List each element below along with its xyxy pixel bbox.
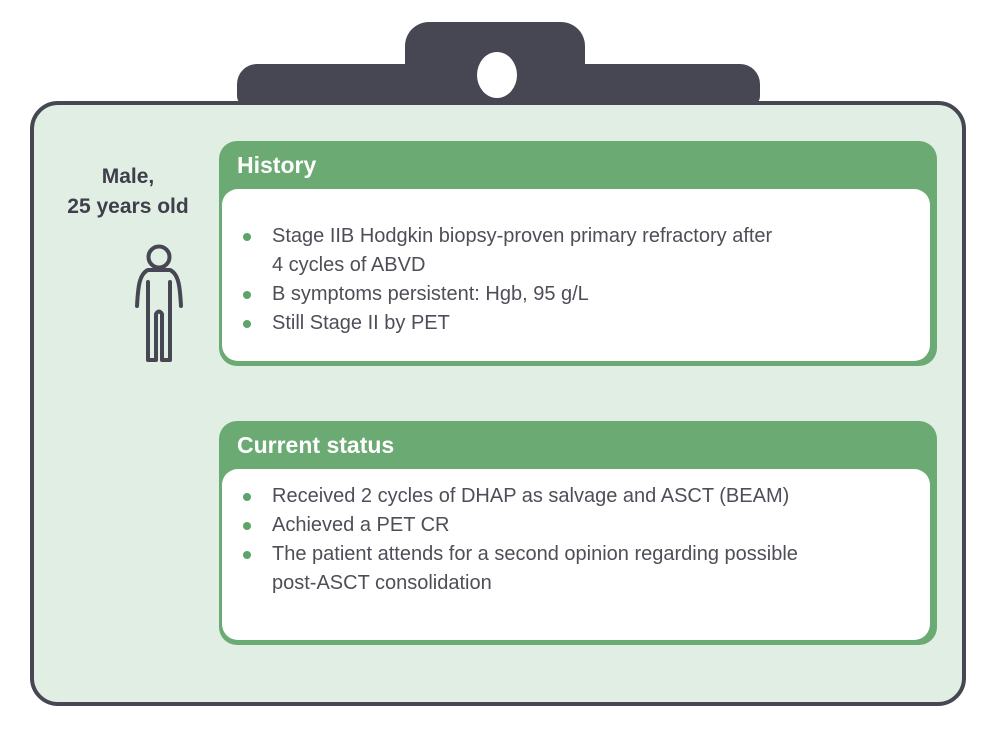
clip-hole — [477, 52, 517, 98]
list-item: Still Stage II by PET — [222, 309, 906, 338]
list-item: Stage IIB Hodgkin biopsy-proven primary … — [222, 222, 906, 280]
patient-demographics: Male, 25 years old — [67, 165, 189, 218]
history-list: Stage IIB Hodgkin biopsy-proven primary … — [222, 189, 930, 338]
list-item: The patient attends for a second opinion… — [222, 540, 906, 598]
list-item: Achieved a PET CR — [222, 511, 906, 540]
patient-case-card: Male, 25 years old History Stage IIB Hod… — [30, 101, 966, 706]
current-status-panel: Current status Received 2 cycles of DHAP… — [219, 421, 937, 645]
history-panel: History Stage IIB Hodgkin biopsy-proven … — [219, 141, 937, 366]
history-panel-title: History — [237, 152, 317, 178]
person-icon — [135, 244, 183, 362]
list-item: B symptoms persistent: Hgb, 95 g/L — [222, 280, 906, 309]
list-item: Received 2 cycles of DHAP as salvage and… — [222, 482, 906, 511]
history-panel-content: Stage IIB Hodgkin biopsy-proven primary … — [222, 189, 930, 361]
current-status-panel-title: Current status — [237, 432, 395, 458]
current-status-list: Received 2 cycles of DHAP as salvage and… — [222, 469, 930, 598]
current-status-panel-content: Received 2 cycles of DHAP as salvage and… — [222, 469, 930, 640]
